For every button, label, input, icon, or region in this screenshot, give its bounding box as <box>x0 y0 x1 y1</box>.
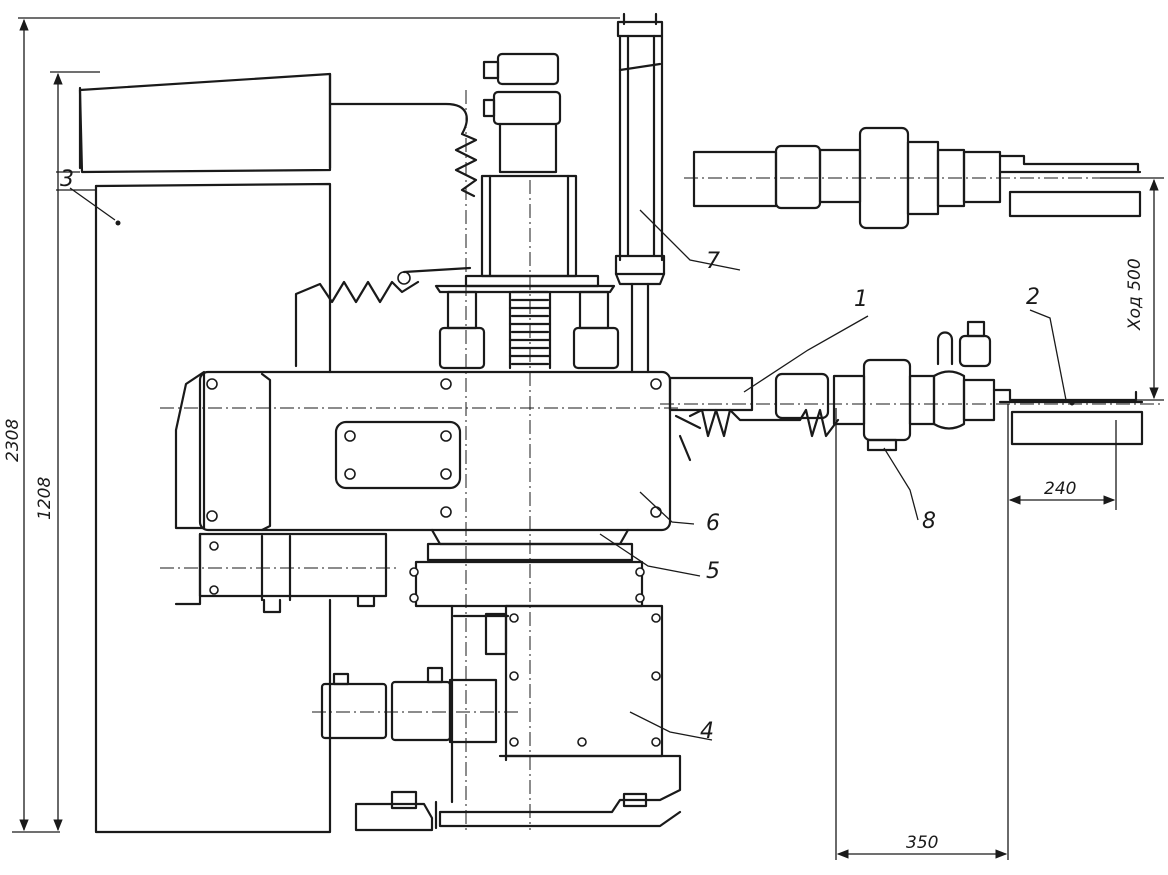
part-label-2: 2 <box>1026 285 1040 310</box>
feed-shaft <box>660 315 1160 521</box>
part-label-3: 3 <box>60 167 74 192</box>
part-label-6: 6 <box>706 511 720 536</box>
lower-flange <box>409 528 701 608</box>
frame-height-label: 1208 <box>35 477 55 520</box>
offset-label: 350 <box>906 833 938 853</box>
part-label-4: 4 <box>700 719 714 744</box>
left-foot <box>354 790 434 832</box>
upper-guides <box>438 290 620 370</box>
part-label-1: 1 <box>854 287 868 312</box>
cable-springs <box>294 102 478 368</box>
guide-column <box>614 12 741 374</box>
retracted-head-view <box>684 126 1160 230</box>
main-housing <box>160 90 695 830</box>
left-motor <box>160 532 396 614</box>
part-label-8: 8 <box>922 509 936 534</box>
part-label-7: 7 <box>706 249 720 274</box>
clamp <box>992 309 1144 446</box>
drive-pedestal <box>434 604 713 830</box>
part-label-5: 5 <box>706 559 720 584</box>
top-drive-unit <box>434 52 616 294</box>
control-cabinet <box>56 72 332 834</box>
clamp-width-label: 240 <box>1044 479 1076 499</box>
lower-motor <box>312 666 520 744</box>
overall-height-label: 2308 <box>3 419 23 462</box>
frame-height-dimension <box>50 71 100 832</box>
stroke-label: Ход 500 <box>1125 258 1145 331</box>
offset-dimension <box>835 408 1008 860</box>
clamp-width-dimension <box>1007 404 1117 860</box>
stroke-dimension <box>1100 177 1164 401</box>
overall-height-dimension <box>12 17 620 833</box>
